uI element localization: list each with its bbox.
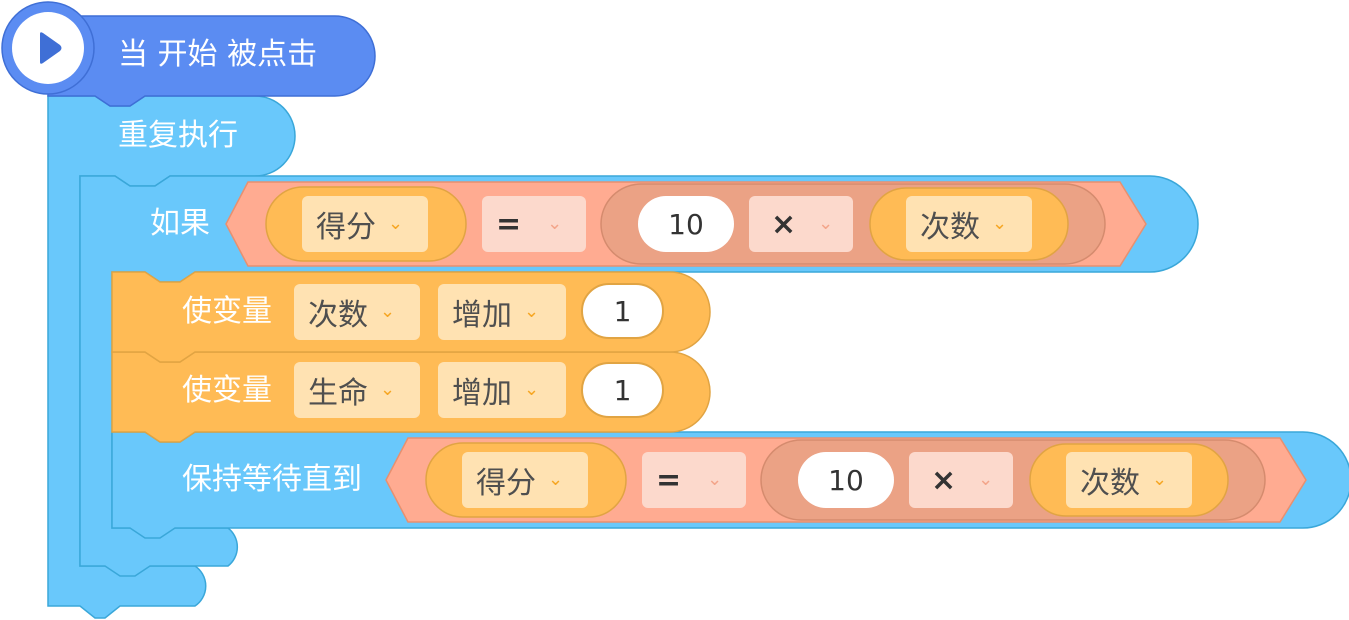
wait-number-input[interactable]: 10 <box>798 452 894 508</box>
change-label-1: 使变量 <box>182 294 272 329</box>
action-name: 增加 <box>452 376 512 411</box>
if-left-variable-dropdown[interactable]: 得分 ⌄ <box>302 196 428 252</box>
chevron-down-icon: ⌄ <box>707 469 723 490</box>
change-label-2: 使变量 <box>182 373 272 408</box>
change-amount-input-1[interactable]: 1 <box>581 283 664 339</box>
chevron-down-icon: ⌄ <box>380 379 396 400</box>
forever-label: 重复执行 <box>118 118 238 153</box>
chevron-down-icon: ⌄ <box>978 469 994 490</box>
chevron-down-icon: ⌄ <box>524 301 540 322</box>
hat-label: 当 开始 被点击 <box>118 37 318 72</box>
if-multiply-dropdown[interactable]: × ⌄ <box>749 196 853 252</box>
action-name: 增加 <box>452 298 512 333</box>
chevron-down-icon: ⌄ <box>992 213 1008 234</box>
wait-multiply-dropdown[interactable]: × ⌄ <box>909 452 1013 508</box>
wait-operator-dropdown[interactable]: = ⌄ <box>642 452 746 508</box>
wait-right-variable-dropdown[interactable]: 次数 ⌄ <box>1066 452 1192 508</box>
variable-name: 次数 <box>308 298 368 333</box>
chevron-down-icon: ⌄ <box>388 213 404 234</box>
change-variable-dropdown-1[interactable]: 次数 ⌄ <box>294 284 420 340</box>
chevron-down-icon: ⌄ <box>524 379 540 400</box>
change-variable-dropdown-2[interactable]: 生命 ⌄ <box>294 362 420 418</box>
operator-symbol: × <box>931 462 957 498</box>
if-operator-dropdown[interactable]: = ⌄ <box>482 196 586 252</box>
chevron-down-icon: ⌄ <box>548 469 564 490</box>
if-label: 如果 <box>150 206 210 241</box>
chevron-down-icon: ⌄ <box>380 301 396 322</box>
if-right-variable-dropdown[interactable]: 次数 ⌄ <box>906 196 1032 252</box>
wait-until-label: 保持等待直到 <box>182 462 362 497</box>
chevron-down-icon: ⌄ <box>818 213 834 234</box>
change-action-dropdown-2[interactable]: 增加 ⌄ <box>438 362 566 418</box>
variable-name: 生命 <box>308 376 368 411</box>
change-action-dropdown-1[interactable]: 增加 ⌄ <box>438 284 566 340</box>
change-amount-input-2[interactable]: 1 <box>581 362 664 418</box>
variable-name: 得分 <box>476 466 536 501</box>
chevron-down-icon: ⌄ <box>1152 469 1168 490</box>
when-start-clicked-block[interactable] <box>47 15 376 107</box>
variable-name: 次数 <box>1080 466 1140 501</box>
wait-left-variable-dropdown[interactable]: 得分 ⌄ <box>462 452 588 508</box>
operator-symbol: = <box>656 462 682 498</box>
operator-symbol: × <box>771 206 797 242</box>
chevron-down-icon: ⌄ <box>547 213 563 234</box>
operator-symbol: = <box>496 206 522 242</box>
variable-name: 次数 <box>920 210 980 245</box>
variable-name: 得分 <box>316 210 376 245</box>
if-number-input[interactable]: 10 <box>638 196 734 252</box>
